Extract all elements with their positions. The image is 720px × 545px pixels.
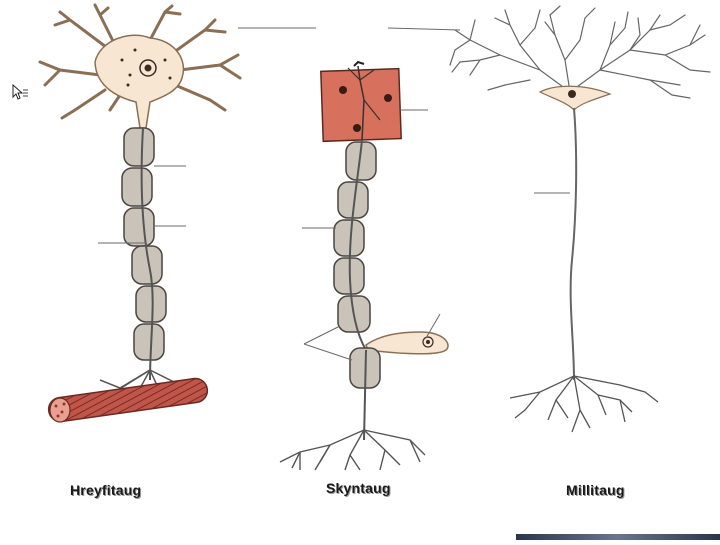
interneuron bbox=[388, 6, 710, 432]
motor-neuron bbox=[40, 5, 316, 423]
motor-cell-body bbox=[95, 35, 183, 128]
sensory-terminals bbox=[280, 430, 425, 470]
motor-neuron-label: Hreyfitaug bbox=[70, 482, 141, 498]
interneuron-axon bbox=[571, 108, 577, 380]
interneuron-dendrite-tree bbox=[450, 6, 710, 98]
pointer-cursor-icon bbox=[12, 84, 30, 100]
background-image-strip bbox=[516, 534, 720, 540]
interneuron-label: Millitaug bbox=[566, 482, 625, 498]
interneuron-terminals bbox=[510, 376, 658, 432]
interneuron-top-leader-line bbox=[388, 28, 460, 30]
sensory-neuron bbox=[280, 62, 448, 470]
sensory-neuron-label: Skyntaug bbox=[326, 480, 391, 496]
skin-receptor bbox=[321, 62, 401, 141]
sensory-axon-lower bbox=[350, 348, 380, 440]
sensory-axon-upper bbox=[334, 140, 376, 350]
interneuron-cell-body bbox=[540, 86, 610, 110]
sensory-cell-body bbox=[366, 332, 448, 354]
